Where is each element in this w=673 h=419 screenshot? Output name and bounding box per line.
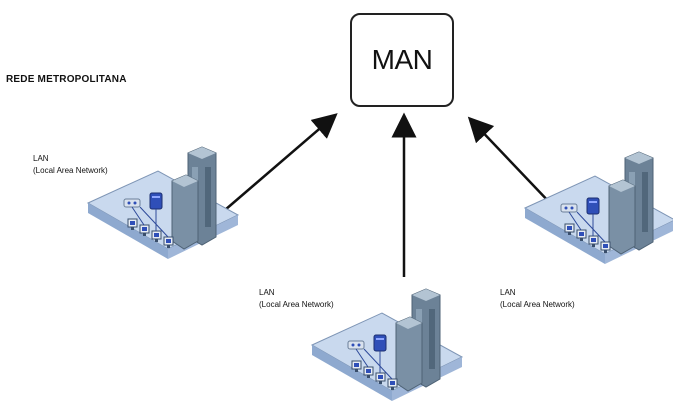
lan-label-left: LAN (Local Area Network) xyxy=(33,153,108,177)
platform-side-left xyxy=(525,208,605,264)
building-icon xyxy=(395,288,441,392)
network-cable xyxy=(568,211,606,243)
lan-label-bottom: LAN (Local Area Network) xyxy=(259,287,334,311)
computer-icon xyxy=(139,224,150,236)
platform-side-left xyxy=(312,345,392,401)
computer-icon xyxy=(387,378,398,390)
lan-subtitle: (Local Area Network) xyxy=(259,300,334,309)
computer-icon xyxy=(127,218,138,230)
lan-icon-left xyxy=(86,146,240,259)
edge-right-to-man xyxy=(467,116,553,206)
lan-title: LAN xyxy=(33,154,49,163)
router-icon xyxy=(123,198,141,208)
computer-icon xyxy=(363,366,374,378)
lan-icon-bottom xyxy=(310,288,464,401)
lan-label-right: LAN (Local Area Network) xyxy=(500,287,575,311)
lan-subtitle: (Local Area Network) xyxy=(500,300,575,309)
diagram-heading: REDE METROPOLITANA xyxy=(6,74,127,85)
lan-title: LAN xyxy=(500,288,516,297)
computer-icon xyxy=(564,223,575,235)
platform-side-left xyxy=(88,203,168,259)
network-cable xyxy=(355,348,393,380)
server-icon xyxy=(373,334,387,352)
computer-icon xyxy=(576,229,587,241)
lan-title: LAN xyxy=(259,288,275,297)
computer-icon xyxy=(600,241,611,253)
lan-icon-right xyxy=(523,151,673,264)
router-icon xyxy=(347,340,365,350)
server-icon xyxy=(586,197,600,215)
computer-icon xyxy=(351,360,362,372)
router-icon xyxy=(560,203,578,213)
edge-left-to-man xyxy=(217,113,338,217)
building-icon xyxy=(171,146,217,250)
network-cable xyxy=(131,206,169,238)
building-icon xyxy=(608,151,654,255)
man-node-label: MAN xyxy=(371,44,433,75)
man-node: MAN xyxy=(350,13,454,107)
server-icon xyxy=(149,192,163,210)
computer-icon xyxy=(163,236,174,248)
lan-subtitle: (Local Area Network) xyxy=(33,166,108,175)
